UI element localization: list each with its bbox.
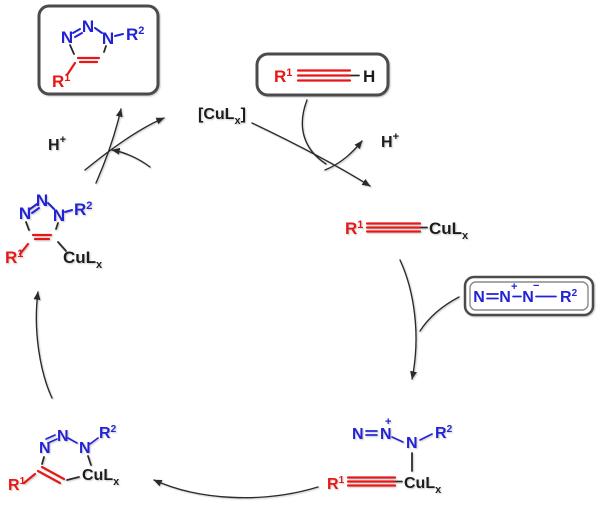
copper-metallacycle: N N N R2 R1 CuLx: [8, 424, 120, 494]
azide-acetylide-complex: N N + N R2 R1 CuLx: [327, 416, 453, 496]
atom-N: N: [102, 29, 114, 48]
copper-acetylide: R1 CuLx: [345, 219, 469, 242]
substituent-R2: R2: [99, 424, 117, 442]
arrow-to-product: [95, 108, 123, 184]
atom-N: N: [19, 204, 31, 223]
copper-ligand-label: CuLx: [404, 475, 442, 496]
alkyne-substrate-box: R1 H: [255, 52, 390, 97]
substituent-R1: R1: [327, 475, 345, 493]
atom-N: N: [57, 428, 69, 445]
copper-ligand-label: CuLx: [63, 248, 103, 271]
atom-N: N: [352, 426, 364, 443]
charge-minus: −: [533, 280, 539, 292]
substituent-R1: R1: [345, 219, 363, 238]
substituent-R1: R1: [52, 72, 70, 91]
substituent-R1: R1: [8, 476, 26, 494]
arrow-left-segment: [33, 291, 53, 399]
atom-N: N: [53, 206, 65, 225]
arrow-catalyst-entry: [251, 122, 371, 187]
catalyst-label: [CuLx]: [198, 106, 246, 127]
azide-box-inner-frame: [469, 281, 589, 311]
charge-plus: +: [511, 281, 517, 293]
atom-N: N: [39, 440, 51, 457]
copper-ligand-label: CuLx: [82, 467, 120, 488]
substituent-R2: R2: [74, 200, 92, 219]
substituent-R2: R2: [560, 288, 578, 306]
atom-N: N: [406, 435, 418, 452]
product-triazole-bonds: [65, 27, 124, 77]
atom-N: N: [79, 440, 91, 457]
arrow-bottom-segment: [153, 479, 319, 499]
arrow-catalyst-release: [84, 117, 165, 171]
proton-right: H+: [381, 131, 399, 151]
metallacycle-bonds: [22, 434, 99, 485]
atom-N: N: [473, 289, 485, 306]
substituent-R1: R1: [274, 67, 292, 86]
complex-bonds: [346, 430, 433, 487]
substituent-R2: R2: [435, 424, 453, 442]
substituent-R2: R2: [126, 25, 144, 44]
arrow-proton-right: [324, 140, 363, 171]
azide-bonds: [486, 293, 557, 300]
arrow-azide-entry: [419, 296, 460, 332]
acetylide-bonds: [365, 222, 428, 233]
arrow-alkyne-entry: [301, 99, 327, 165]
azide-substrate-box: N N + N − R2: [463, 275, 595, 317]
substituent-R1: R1: [5, 248, 23, 267]
atom-N: N: [61, 28, 73, 47]
copper-ligand-label: CuLx: [429, 219, 469, 242]
triazolide-bonds: [18, 202, 73, 256]
atom-N: N: [380, 426, 392, 443]
azide-box-frame: [463, 275, 595, 317]
cycle-arrows: [33, 99, 460, 499]
proton-left: H+: [48, 134, 66, 154]
arrow-proton-left: [111, 147, 151, 168]
atom-N: N: [522, 289, 534, 306]
product-triazole-box: N N N R2 R1: [37, 4, 160, 96]
copper-triazolide: N N N R2 R1 CuLx: [5, 191, 103, 271]
arrow-right-segment: [399, 259, 417, 380]
atom-N: N: [36, 191, 48, 210]
atom-N: N: [499, 289, 511, 306]
charge-plus: +: [385, 416, 391, 428]
alkyne-bonds: [296, 69, 360, 82]
atom-N: N: [82, 17, 94, 36]
atom-H: H: [363, 67, 375, 86]
